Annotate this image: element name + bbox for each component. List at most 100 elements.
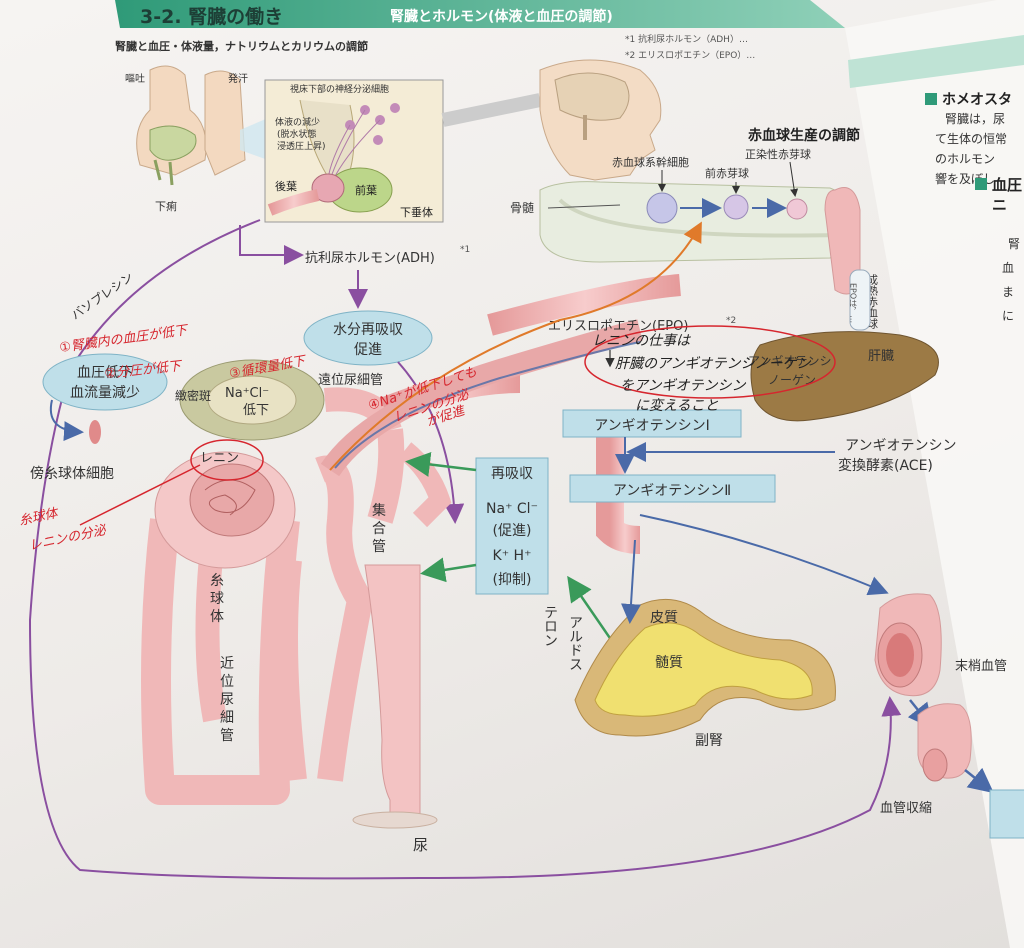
constricted-vessel (917, 703, 972, 782)
label-bp-drop-2: 血流量減少 (70, 384, 140, 401)
side-col-4: に (1002, 309, 1014, 323)
side-heading-2b: ニ (992, 196, 1007, 214)
label-urine: 尿 (413, 836, 428, 854)
angiotensin-2-box: アンギオテンシンⅡ (569, 474, 776, 503)
label-collecting-1: 集 (372, 502, 386, 519)
nephron-illustration (89, 319, 643, 829)
hand-black-3: をアンギオテンシン (620, 378, 746, 394)
label-normoblast: 正染性赤芽球 (745, 147, 811, 161)
label-peripheral: 末梢血管 (955, 659, 1007, 674)
label-angiotensin-2: アンギオテンシンⅡ (613, 483, 731, 499)
label-distal-tubule: 遠位尿細管 (318, 373, 383, 388)
label-angiotensinogen-1: アンギオテンシ (748, 354, 832, 368)
label-fluid-note-1: (脱水状態 (277, 128, 317, 140)
bone-marrow-illustration (539, 181, 851, 263)
label-proximal-2: 位 (220, 674, 234, 690)
label-glomerulus-1: 糸 (210, 573, 224, 589)
label-proximal-3: 尿 (220, 692, 234, 708)
hand-pointer-line (79, 464, 201, 526)
label-water-reabsorb-1: 水分再吸収 (333, 322, 403, 338)
label-adrenal: 副腎 (695, 733, 723, 749)
label-sweat: 発汗 (228, 72, 248, 85)
proerythroblast-cell (723, 194, 749, 220)
label-pituitary: 下垂体 (400, 205, 433, 219)
label-na-cl: Na⁺Cl⁻ (225, 386, 269, 401)
label-adh: 抗利尿ホルモン(ADH) (305, 251, 435, 266)
footnote-2: *2 エリスロポエチン（EPO）… (625, 50, 755, 61)
label-water-reabsorb-2: 促進 (354, 342, 382, 358)
side-col-3: ま (1002, 285, 1014, 299)
angiotensin-vessel (596, 425, 641, 554)
label-aldosterone-1: アルドス (567, 615, 583, 671)
label-proerythroblast: 前赤芽球 (705, 166, 749, 180)
label-jg-cells: 傍糸球体細胞 (30, 465, 114, 482)
footnote-1: *1 抗利尿ホルモン（ADH）… (625, 33, 748, 45)
side-text-3: のホルモン (935, 152, 995, 166)
side-text-1: 腎臓は，尿 (945, 112, 1005, 126)
hand-note-8: レニンの分泌 (28, 523, 109, 554)
label-epo-note: EPOは，… (849, 283, 858, 323)
water-to-collecting-arrow (397, 361, 465, 524)
label-decrease: 低下 (243, 403, 269, 418)
hand-circle (584, 325, 836, 399)
hand-black-4: に変えること (635, 398, 719, 414)
label-ace-1: アンギオテンシン (845, 438, 956, 454)
label-liver: 肝臓 (868, 349, 894, 364)
label-reabsorb-title: 再吸収 (491, 466, 533, 482)
liver-illustration (750, 331, 939, 422)
hand-black-1: レニンの仕事は (592, 333, 691, 349)
side-panel: ホメオスタ 腎臓は，尿 て生体の恒常 のホルモン 響を及ぼし 血圧 ニ 腎 血 … (845, 0, 1024, 948)
bp-arrow (49, 399, 84, 442)
result-box-cutoff (989, 789, 1024, 839)
label-reabsorb-4: (抑制) (493, 572, 532, 588)
epo-vessel (487, 274, 681, 336)
label-proximal-1: 近 (220, 656, 234, 672)
label-fluid-decrease: 体液の減少 (275, 116, 320, 128)
label-bone-marrow: 骨髄 (510, 200, 534, 215)
label-anterior-lobe: 前葉 (355, 183, 377, 197)
label-reabsorb-2: (促進) (493, 523, 532, 539)
label-cortex: 皮質 (650, 610, 678, 626)
adrenal-illustration (574, 598, 836, 737)
side-heading-2a: 血圧 (992, 176, 1022, 194)
handwritten-notes-black: レニンの仕事は 肝臓のアンギオテンシノーゲン をアンギオテンシン に変えること (592, 333, 811, 414)
header-band (115, 0, 845, 28)
label-renin: レニン (200, 451, 239, 466)
label-adh-mark: *1 (460, 245, 470, 255)
label-vasoconstriction: 血管収縮 (880, 800, 932, 816)
label-proximal-4: 細 (220, 710, 234, 726)
reabsorb-arrow-lower (420, 557, 477, 583)
head-illustration (441, 59, 662, 181)
side-heading-1: ホメオスタ (942, 92, 1012, 108)
label-vasopressin: バソプレシン (69, 270, 136, 323)
label-angiotensinogen-2: ノーゲン (768, 373, 816, 387)
bp-drop-box: 血圧低下 血流量減少 (42, 353, 168, 411)
label-hypothalamus-cells: 視床下部の神経分泌細胞 (290, 83, 389, 95)
label-ace-2: 変換酵素(ACE) (838, 457, 933, 474)
pituitary-inset: 視床下部の神経分泌細胞 体液の減少 (脱水状態 浸透圧上昇) 後葉 前葉 下垂体 (264, 79, 444, 223)
normoblast-cell (786, 198, 808, 220)
label-glomerulus-2: 球 (210, 591, 224, 607)
angiotensin-1-box: アンギオテンシンⅠ (562, 409, 742, 438)
label-glomerulus-3: 体 (210, 609, 224, 625)
label-proximal-5: 管 (220, 728, 234, 744)
ang2-to-adrenal-arrow (621, 539, 641, 624)
label-reabsorb-3: K⁺ H⁺ (493, 548, 532, 564)
stem-cell (646, 192, 678, 224)
side-text-2: て生体の恒常 (935, 132, 1007, 146)
reabsorb-box: 再吸収 Na⁺ Cl⁻ (促進) K⁺ H⁺ (抑制) (475, 457, 549, 595)
ang2-to-vessel-arrow (639, 514, 889, 596)
adh-arrow (239, 225, 304, 265)
label-vomit: 嘔吐 (125, 73, 145, 85)
label-fluid-note-2: 浸透圧上昇) (277, 141, 326, 152)
label-stem-cell: 赤血球系幹細胞 (612, 155, 689, 169)
diagram-caption: 腎臓と血圧・体液量，ナトリウムとカリウムの調節 (115, 39, 368, 53)
side-panel-band (848, 35, 1024, 88)
peripheral-vessel (874, 593, 942, 697)
side-col-2: 血 (1002, 261, 1014, 275)
epo-arrow (329, 221, 702, 471)
hand-note-1: ①腎臓内の血圧が低下 (58, 323, 189, 356)
label-rbc-production: 赤血球生産の調節 (748, 127, 860, 144)
page-subtitle: 腎臓とホルモン(体液と血圧の調節) (390, 8, 613, 25)
